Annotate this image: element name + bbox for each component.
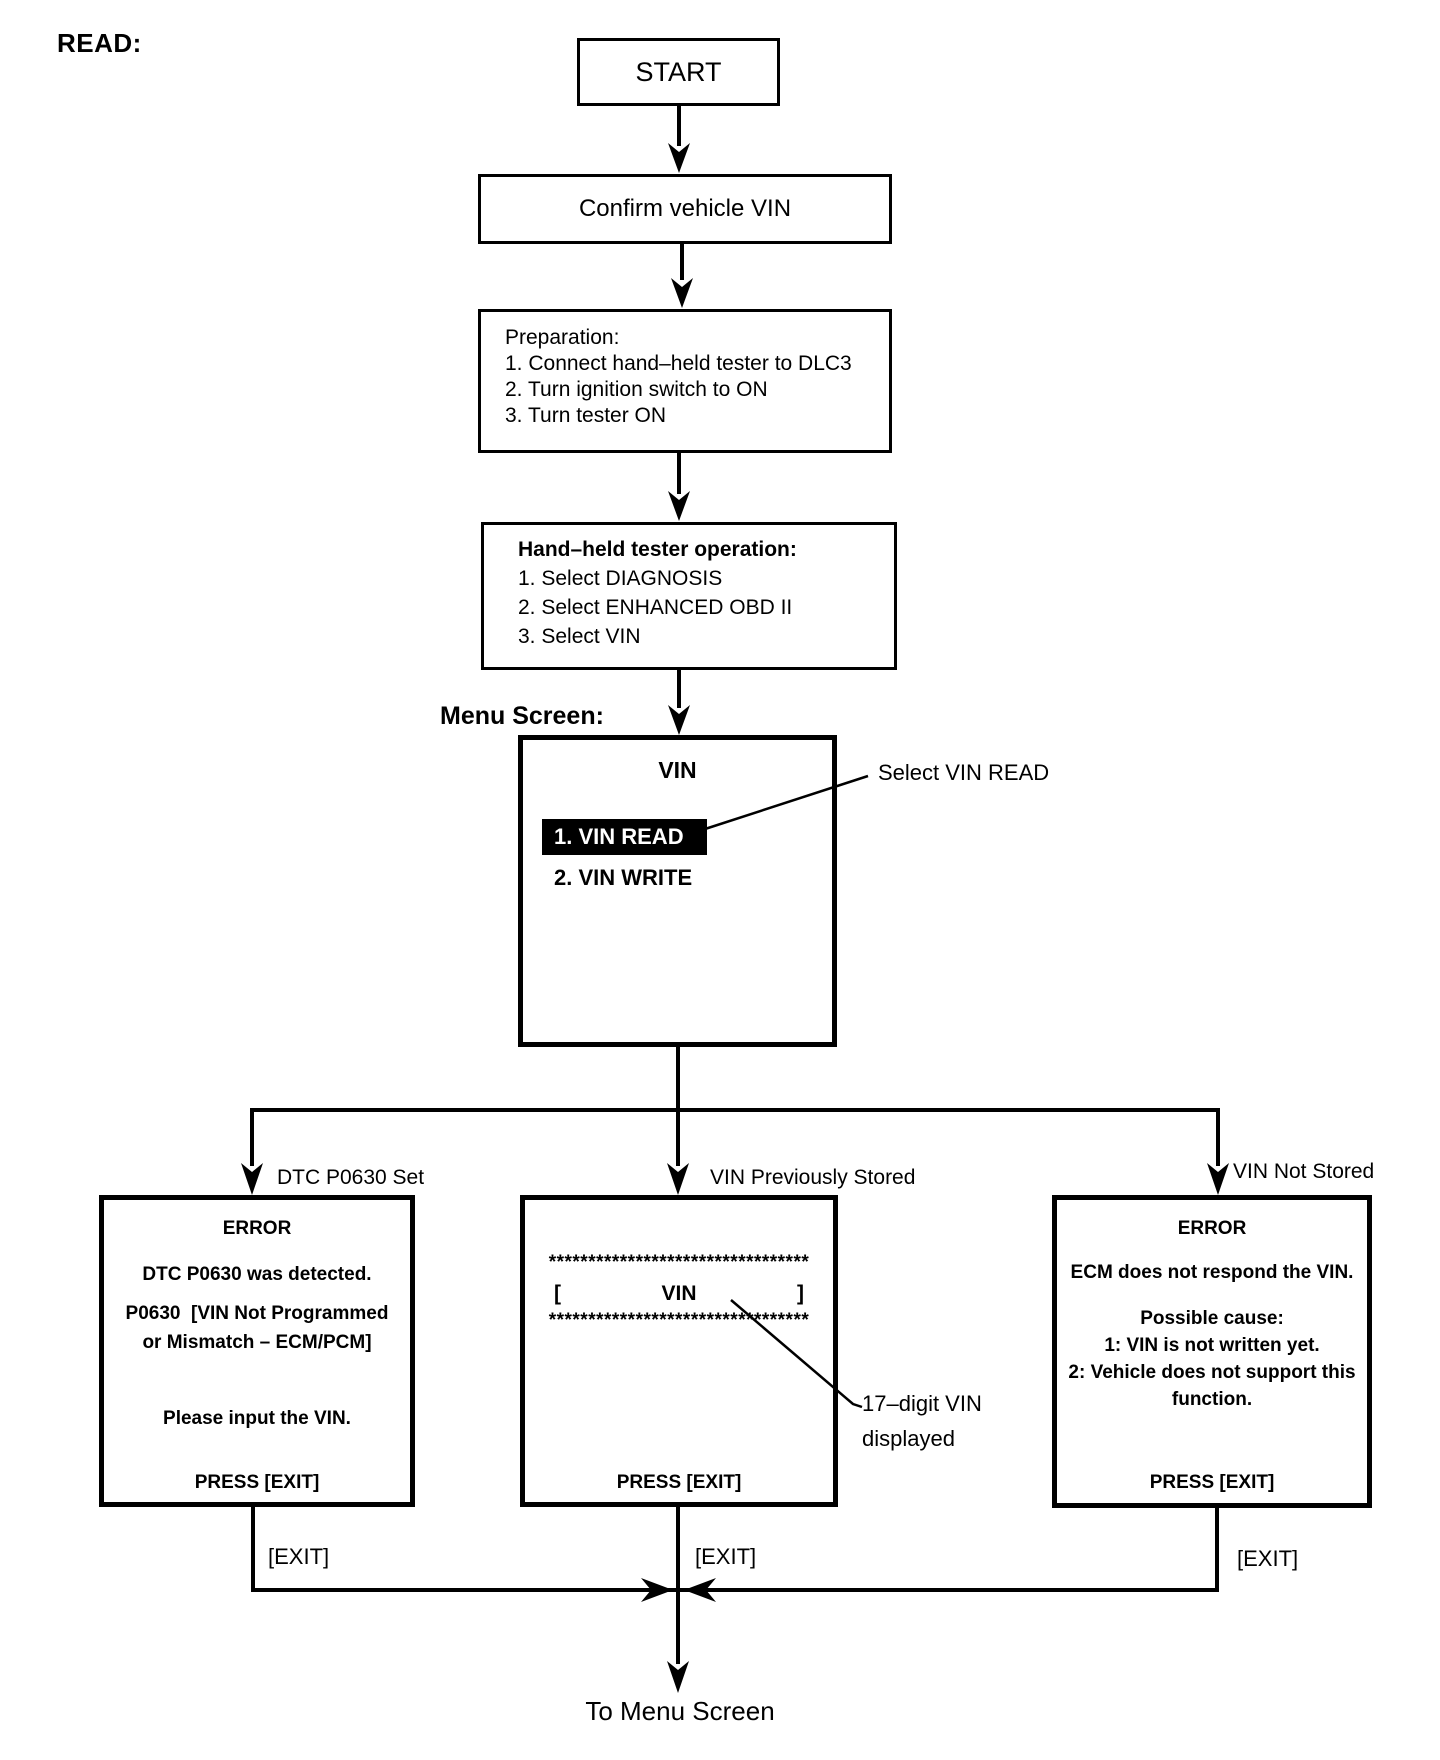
branch-label-vin-not-stored: VIN Not Stored: [1233, 1160, 1375, 1183]
menu-item-vin-write-label: 2. VIN WRITE: [554, 865, 693, 890]
preparation-title: Preparation:: [505, 326, 620, 349]
asterisk-row: *********************************: [548, 1252, 810, 1273]
vin-digit-callout-line1: 17–digit VIN: [862, 1391, 982, 1416]
error-text: P0630 [VIN Not Programmed: [125, 1303, 389, 1324]
error-text: ECM does not respond the VIN.: [1070, 1262, 1354, 1283]
bracket-close: ]: [796, 1282, 804, 1305]
error-text: DTC P0630 was detected.: [142, 1264, 372, 1285]
branch-label-dtc-set: DTC P0630 Set: [277, 1166, 425, 1189]
tester-operation-step: 1. Select DIAGNOSIS: [518, 567, 723, 590]
to-menu-screen-label: To Menu Screen: [585, 1696, 775, 1726]
error-text: function.: [1171, 1389, 1253, 1410]
press-exit-text: PRESS [EXIT]: [1149, 1472, 1275, 1493]
press-exit-text: PRESS [EXIT]: [616, 1472, 742, 1493]
bracket-open: [: [554, 1282, 561, 1305]
start-node: START: [577, 38, 780, 106]
error-text: or Mismatch – ECM/PCM]: [142, 1332, 372, 1353]
asterisk-row: *********************************: [548, 1310, 810, 1331]
vin-digit-callout-line2: displayed: [862, 1426, 955, 1451]
tester-operation-node: Hand–held tester operation: 1. Select DI…: [481, 522, 897, 670]
page-title: READ:: [57, 28, 142, 58]
branch-label-vin-stored: VIN Previously Stored: [710, 1166, 916, 1189]
error-text: 1: VIN is not written yet.: [1104, 1335, 1320, 1356]
confirm-vin-node: Confirm vehicle VIN: [478, 174, 892, 244]
tester-operation-title: Hand–held tester operation:: [518, 538, 797, 561]
error-text: Possible cause:: [1140, 1308, 1284, 1329]
menu-screen-caption: Menu Screen:: [440, 702, 604, 730]
confirm-vin-label: Confirm vehicle VIN: [578, 195, 792, 222]
menu-screen: VIN 1. VIN READ 2. VIN WRITE: [518, 735, 837, 1047]
exit-key-label-right: [EXIT]: [1237, 1546, 1299, 1571]
menu-item-vin-read: 1. VIN READ: [542, 819, 707, 855]
vin-field-label: VIN: [661, 1282, 697, 1305]
error-text: 2: Vehicle does not support this: [1068, 1362, 1356, 1383]
tester-operation-step: 2. Select ENHANCED OBD II: [518, 596, 793, 619]
preparation-step: 2. Turn ignition switch to ON: [505, 378, 768, 401]
error-screen-dtc-p0630: ERROR DTC P0630 was detected. P0630 [VIN…: [99, 1195, 415, 1507]
vin-display-screen: ********************************* [ VIN …: [520, 1195, 838, 1507]
select-vin-read-callout: Select VIN READ: [878, 760, 1050, 785]
menu-screen-title: VIN: [658, 757, 697, 783]
preparation-node: Preparation: 1. Connect hand–held tester…: [478, 309, 892, 453]
vin-digit-callout: 17–digit VIN displayed: [862, 1386, 982, 1456]
error-screen-no-response: ERROR ECM does not respond the VIN. Poss…: [1052, 1195, 1372, 1508]
exit-key-label-left: [EXIT]: [268, 1544, 330, 1569]
start-node-label: START: [635, 56, 722, 87]
exit-key-label-center: [EXIT]: [695, 1544, 757, 1569]
menu-item-vin-write: 2. VIN WRITE: [554, 865, 692, 891]
vin-field-row: [ VIN ]: [554, 1282, 804, 1306]
preparation-step: 1. Connect hand–held tester to DLC3: [505, 352, 852, 375]
press-exit-text: PRESS [EXIT]: [194, 1472, 320, 1493]
error-title: ERROR: [1177, 1218, 1247, 1239]
error-text: Please input the VIN.: [163, 1408, 351, 1429]
tester-operation-step: 3. Select VIN: [518, 625, 641, 648]
menu-item-vin-read-label: 1. VIN READ: [554, 824, 684, 849]
preparation-step: 3. Turn tester ON: [505, 404, 667, 427]
error-title: ERROR: [222, 1218, 292, 1239]
